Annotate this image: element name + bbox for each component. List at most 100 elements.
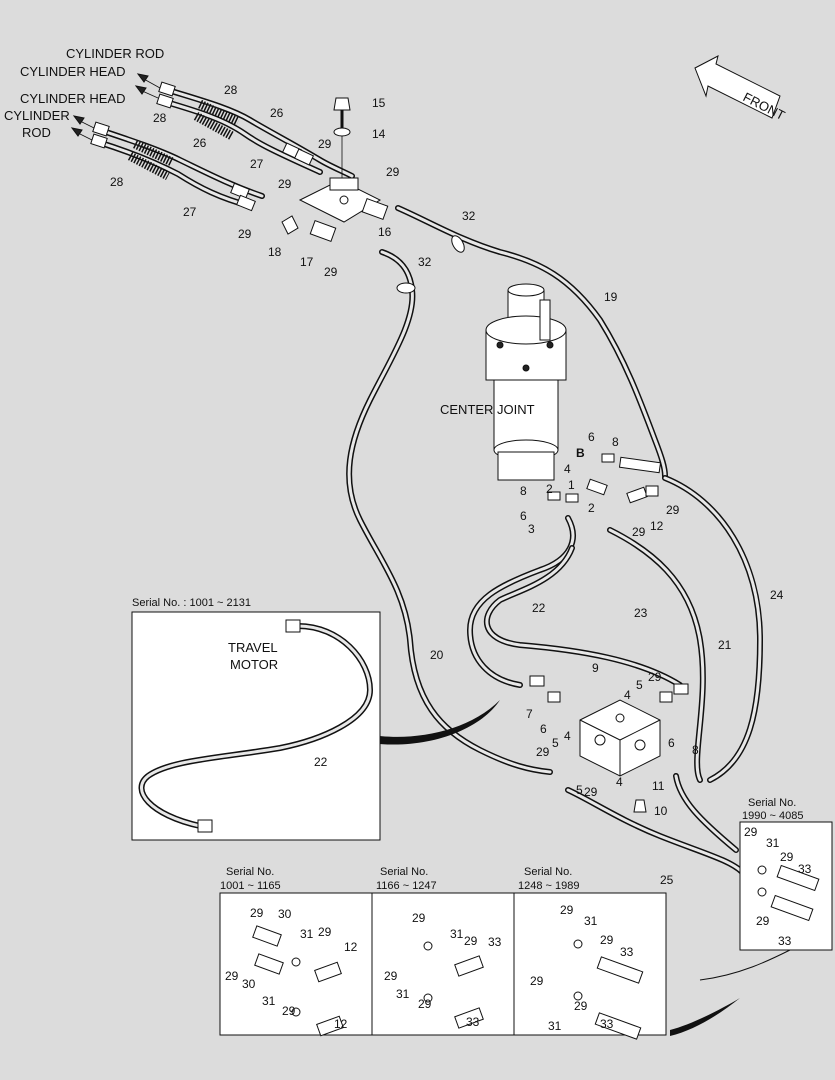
part-label-3: 3 (528, 522, 535, 536)
part-label-29: 29 (560, 903, 574, 917)
part-label-12: 12 (334, 1017, 348, 1031)
part-label-31: 31 (766, 836, 780, 850)
part-label-33: 33 (620, 945, 634, 959)
center-joint (485, 283, 567, 481)
valve-block (579, 699, 661, 813)
caption-travel-2: MOTOR (230, 657, 278, 672)
part-label-33: 33 (488, 935, 502, 949)
part-label-6: 6 (540, 722, 547, 736)
serial-label-1: Serial No. : 1001 ~ 2131 (132, 597, 251, 609)
part-label-29: 29 (648, 670, 662, 684)
caption-cylinder-rod-left-2: ROD (22, 125, 51, 140)
part-label-32: 32 (462, 209, 476, 223)
part-label-22: 22 (532, 601, 546, 615)
part-label-15: 15 (372, 96, 386, 110)
part-label-29: 29 (666, 503, 680, 517)
serial-label-4b: 1166 ~ 1247 (376, 880, 437, 892)
part-label-17: 17 (300, 255, 314, 269)
part-label-29: 29 (278, 177, 292, 191)
front-arrow: FRONT (694, 55, 787, 123)
part-label-4: 4 (564, 729, 571, 743)
part-label-5: 5 (576, 783, 583, 797)
part-label-29: 29 (238, 227, 252, 241)
part-label-29: 29 (632, 525, 646, 539)
part-label-30: 30 (242, 977, 256, 991)
part-label-29: 29 (384, 969, 398, 983)
part-label-8: 8 (612, 435, 619, 449)
part-label-B: B (576, 446, 585, 460)
part-number-labels: 2826282628272715142929292918172916323219… (110, 83, 812, 1033)
part-label-5: 5 (552, 736, 559, 750)
serial-label-3b: 1001 ~ 1165 (220, 880, 281, 892)
inset-serial-1001-2131 (131, 611, 500, 841)
part-label-7: 7 (526, 707, 533, 721)
cylinder-hose-bundle (70, 73, 355, 212)
part-label-16: 16 (378, 225, 392, 239)
part-label-29: 29 (412, 911, 426, 925)
part-label-29: 29 (536, 745, 550, 759)
part-label-12: 12 (344, 940, 358, 954)
part-label-2: 2 (588, 501, 595, 515)
part-label-4: 4 (616, 775, 623, 789)
part-label-29: 29 (584, 785, 598, 799)
bottom-inset-row (219, 892, 740, 1040)
part-label-6: 6 (668, 736, 675, 750)
part-label-28: 28 (224, 83, 238, 97)
main-hoses (346, 205, 763, 875)
serial-label-2a: Serial No. (748, 797, 796, 809)
part-label-31: 31 (450, 927, 464, 941)
part-label-31: 31 (396, 987, 410, 1001)
part-label-31: 31 (584, 914, 598, 928)
part-label-30: 30 (278, 907, 292, 921)
part-label-19: 19 (604, 290, 618, 304)
part-label-29: 29 (282, 1004, 296, 1018)
part-label-29: 29 (780, 850, 794, 864)
part-label-31: 31 (262, 994, 276, 1008)
part-label-29: 29 (756, 914, 770, 928)
hose-bracket (281, 177, 389, 242)
fittings-cluster (529, 453, 689, 703)
part-label-22: 22 (314, 755, 328, 769)
serial-label-5b: 1248 ~ 1989 (518, 880, 579, 892)
part-label-29: 29 (418, 997, 432, 1011)
part-label-1: 1 (568, 478, 575, 492)
part-label-29: 29 (530, 974, 544, 988)
part-label-8: 8 (520, 484, 527, 498)
part-label-29: 29 (574, 999, 588, 1013)
part-label-28: 28 (110, 175, 124, 189)
part-label-29: 29 (324, 265, 338, 279)
part-label-20: 20 (430, 648, 444, 662)
part-label-29: 29 (225, 969, 239, 983)
part-label-23: 23 (634, 606, 648, 620)
part-label-6: 6 (520, 509, 527, 523)
part-label-31: 31 (300, 927, 314, 941)
part-label-33: 33 (778, 934, 792, 948)
part-label-29: 29 (250, 906, 264, 920)
part-label-5: 5 (636, 678, 643, 692)
part-label-29: 29 (386, 165, 400, 179)
part-label-26: 26 (270, 106, 284, 120)
part-label-29: 29 (318, 137, 332, 151)
part-label-11: 11 (652, 779, 665, 793)
part-label-12: 12 (650, 519, 664, 533)
part-label-27: 27 (183, 205, 197, 219)
serial-label-2b: 1990 ~ 4085 (742, 810, 803, 822)
bolt-15 (333, 97, 351, 178)
serial-label-5a: Serial No. (524, 866, 572, 878)
serial-label-4a: Serial No. (380, 866, 428, 878)
part-label-4: 4 (564, 462, 571, 476)
inset-serial-1990-4085 (699, 821, 833, 981)
part-label-24: 24 (770, 588, 784, 602)
part-label-29: 29 (464, 934, 478, 948)
part-label-2: 2 (546, 482, 553, 496)
part-label-29: 29 (600, 933, 614, 947)
part-label-26: 26 (193, 136, 207, 150)
part-label-33: 33 (798, 862, 812, 876)
part-label-18: 18 (268, 245, 282, 259)
serial-label-3a: Serial No. (226, 866, 274, 878)
part-label-33: 33 (466, 1015, 480, 1029)
part-label-8: 8 (692, 743, 699, 757)
caption-cylinder-rod-top: CYLINDER ROD (66, 46, 164, 61)
